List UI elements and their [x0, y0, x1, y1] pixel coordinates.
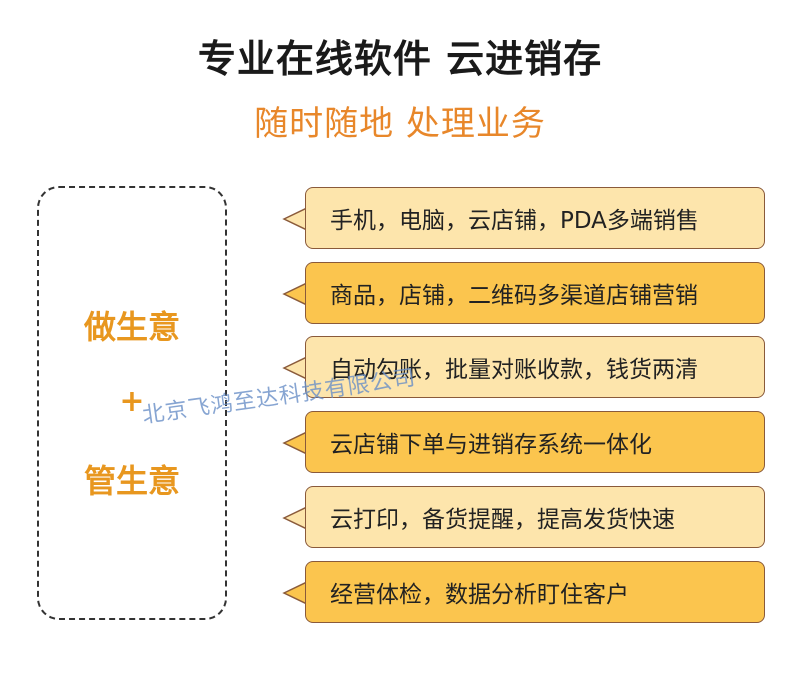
feature-label: 手机，电脑，云店铺，PDA多端销售: [330, 208, 699, 234]
left-panel-line1: 做生意: [83, 308, 180, 346]
feature-item: 云打印，备货提醒，提高发货快速: [305, 486, 765, 548]
left-panel-line2: 管生意: [83, 462, 180, 500]
feature-label: 云店铺下单与进销存系统一体化: [330, 432, 652, 458]
feature-label: 商品，店铺，二维码多渠道店铺营销: [330, 283, 698, 309]
feature-label: 云打印，备货提醒，提高发货快速: [330, 507, 675, 533]
feature-item: 云店铺下单与进销存系统一体化: [305, 411, 765, 473]
feature-item: 手机，电脑，云店铺，PDA多端销售: [305, 187, 765, 249]
left-panel-frame: [37, 186, 227, 620]
feature-label: 经营体检，数据分析盯住客户: [330, 582, 629, 608]
feature-item: 经营体检，数据分析盯住客户: [305, 561, 765, 623]
page-subtitle: 随时随地 处理业务: [254, 104, 546, 144]
feature-item: 自动勾账，批量对账收款，钱货两清: [305, 336, 765, 398]
left-panel-plus: +: [119, 384, 145, 419]
feature-item: 商品，店铺，二维码多渠道店铺营销: [305, 262, 765, 324]
feature-label: 自动勾账，批量对账收款，钱货两清: [330, 357, 698, 383]
page-title: 专业在线软件 云进销存: [197, 37, 603, 81]
